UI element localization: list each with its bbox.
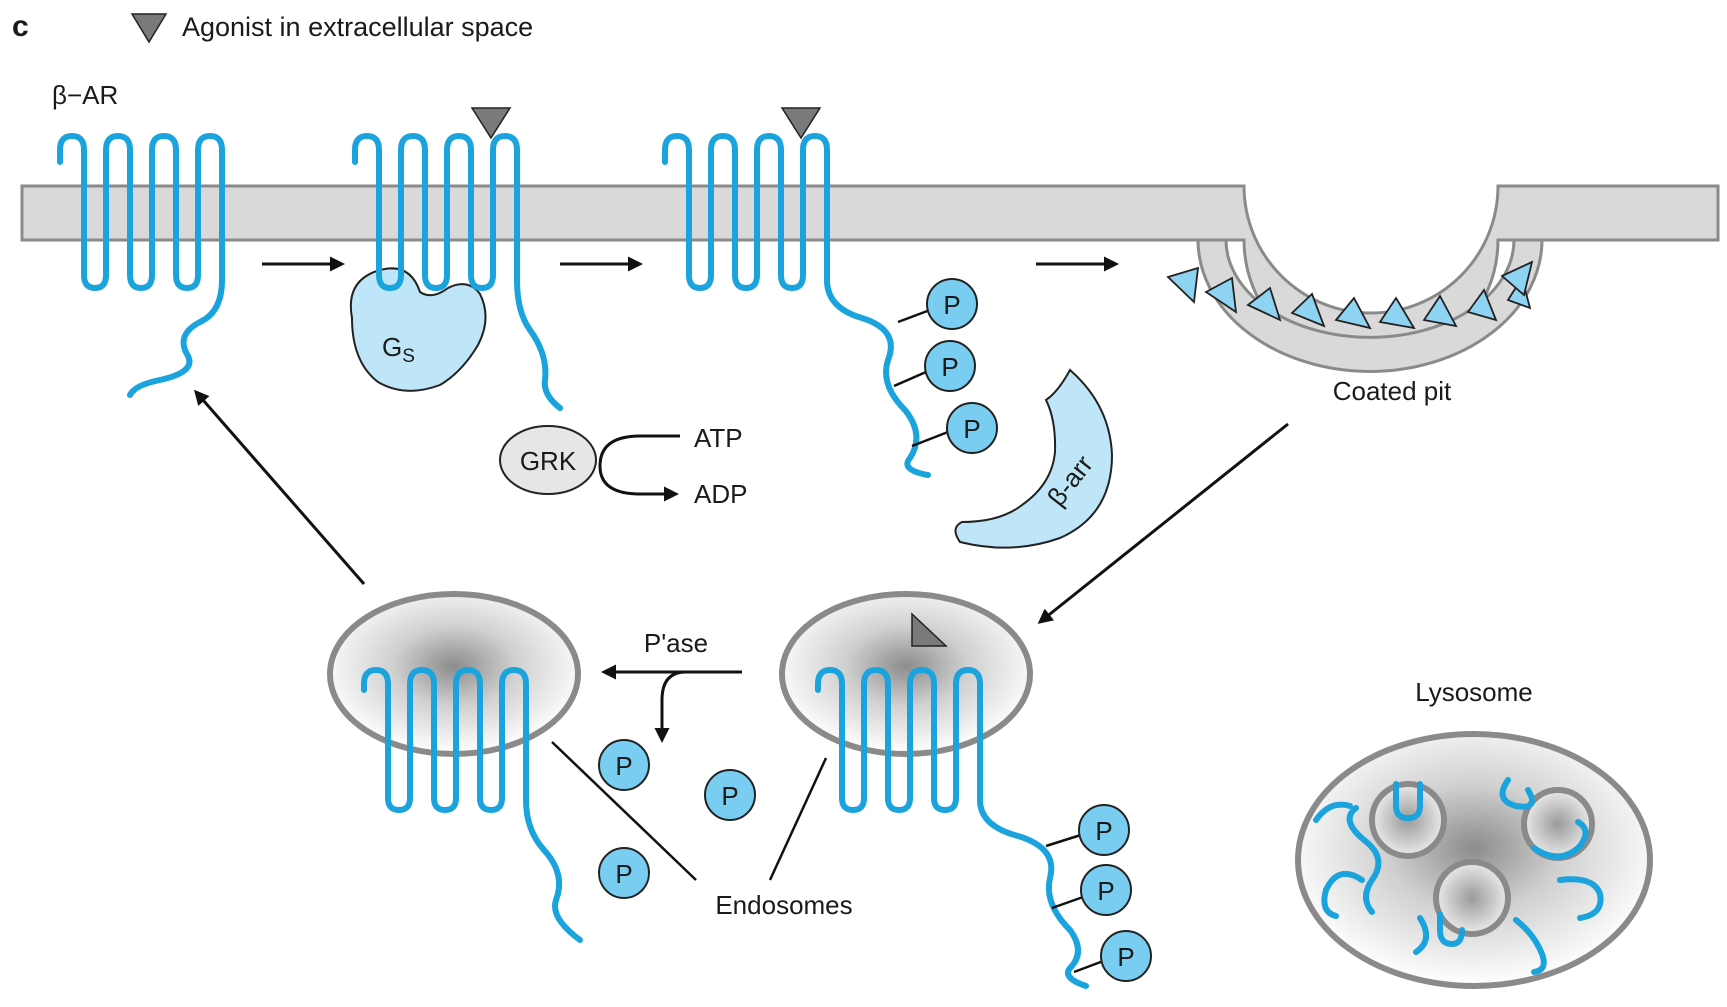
phosphate-label: P bbox=[943, 290, 960, 320]
clathrin-coat bbox=[1166, 260, 1534, 330]
beta-ar-receptor-1 bbox=[57, 133, 225, 398]
phosphate-group bbox=[598, 739, 650, 791]
phosphate-group bbox=[926, 278, 978, 330]
phosphate-label: P bbox=[721, 781, 738, 811]
agonist-triangle-icon bbox=[911, 612, 948, 647]
beta-ar-receptor-3 bbox=[662, 133, 931, 478]
phosphate-label: P bbox=[615, 751, 632, 781]
agonist-triangle-icon bbox=[470, 107, 512, 140]
internalization-arrow bbox=[1037, 422, 1289, 624]
phosphate-bond bbox=[1051, 894, 1087, 910]
endosome-pointer-right bbox=[768, 757, 828, 881]
adp-label: ADP bbox=[694, 479, 747, 509]
phosphate-label: P bbox=[963, 414, 980, 444]
phosphate-group bbox=[598, 847, 650, 899]
atp-adp-reaction-arrow bbox=[598, 434, 680, 502]
beta-ar-receptor-4 bbox=[815, 667, 1089, 989]
degraded-receptor-fragments bbox=[1313, 777, 1604, 975]
endosome-pointer-left bbox=[551, 741, 697, 881]
coated-pit-membrane bbox=[1196, 238, 1544, 374]
phosphate-label: P bbox=[941, 352, 958, 382]
phosphate-bond bbox=[897, 308, 931, 324]
pase-label: P'ase bbox=[644, 628, 708, 658]
legend-text: Agonist in extracellular space bbox=[182, 12, 533, 42]
grk-label: GRK bbox=[520, 446, 577, 476]
endosomes-label: Endosomes bbox=[715, 890, 852, 920]
lysosome-label: Lysosome bbox=[1415, 677, 1533, 707]
beta-ar-receptor-2 bbox=[352, 133, 563, 411]
phosphate-label: P bbox=[615, 859, 632, 889]
phosphate-group bbox=[924, 340, 976, 392]
phosphate-bond bbox=[1045, 832, 1085, 848]
coated-pit-label: Coated pit bbox=[1333, 376, 1452, 406]
phosphate-label: P bbox=[1117, 942, 1134, 972]
lysosome-vesicle bbox=[1433, 859, 1511, 937]
phosphate-group bbox=[1100, 930, 1152, 982]
phosphate-bond bbox=[1073, 958, 1107, 974]
recycling-arrow bbox=[194, 389, 366, 585]
phosphate-bond bbox=[911, 430, 949, 448]
beta-ar-label: β−AR bbox=[52, 80, 118, 110]
beta-ar-receptor-5 bbox=[361, 667, 583, 943]
phosphate-group bbox=[946, 402, 998, 454]
grk-enzyme bbox=[499, 425, 597, 495]
panel-letter: c bbox=[12, 10, 29, 43]
phosphate-label: P bbox=[1097, 876, 1114, 906]
gs-label: GS bbox=[382, 332, 415, 367]
beta-arrestin-shape bbox=[954, 368, 1114, 549]
phosphate-group bbox=[1080, 864, 1132, 916]
phosphate-group bbox=[704, 769, 756, 821]
agonist-triangle-icon bbox=[780, 107, 822, 140]
atp-label: ATP bbox=[694, 423, 743, 453]
agonist-triangle-icon bbox=[130, 13, 168, 44]
phosphate-bond bbox=[893, 370, 927, 388]
phosphate-label: P bbox=[1095, 816, 1112, 846]
gs-protein-shape bbox=[349, 267, 487, 392]
released-phosphate-arrow bbox=[654, 670, 687, 743]
phosphate-group bbox=[1078, 804, 1130, 856]
